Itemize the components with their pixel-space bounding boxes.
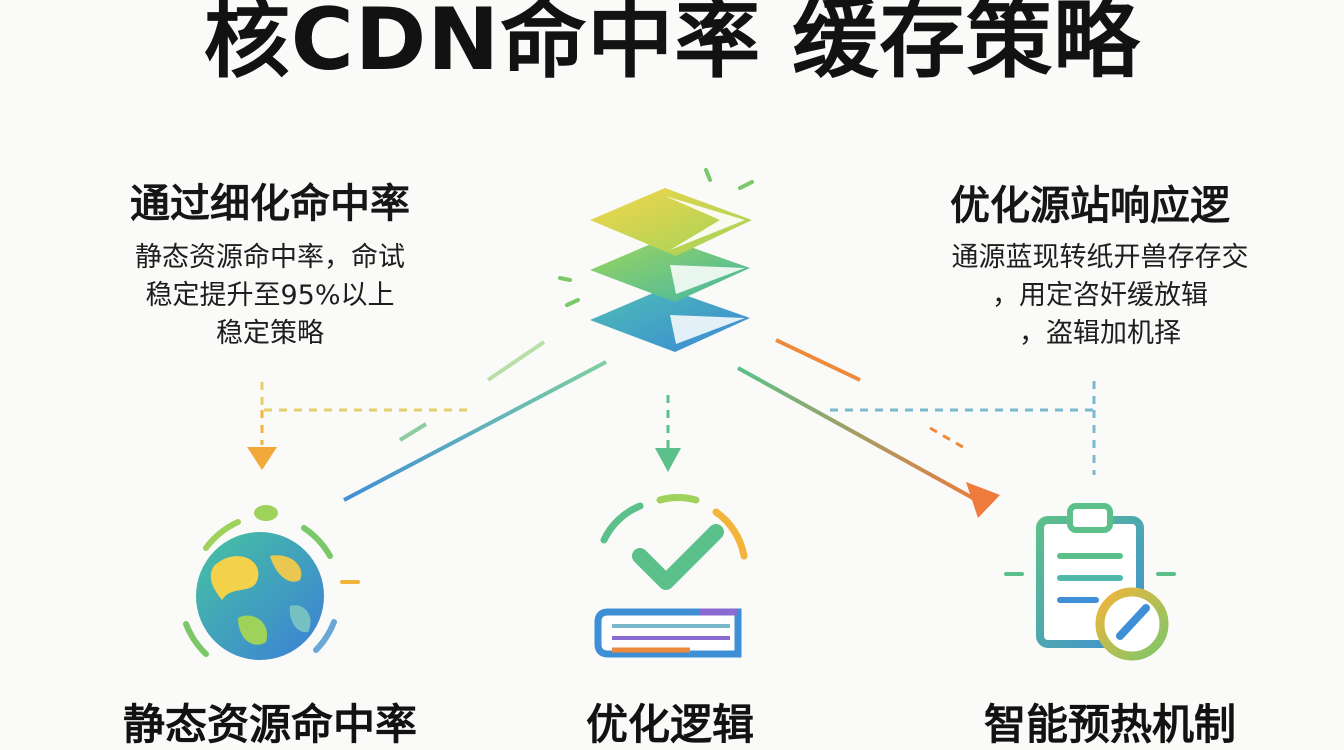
page-title: 核CDN命中率 缓存策略	[203, 0, 1141, 90]
stacked-layers-icon	[558, 168, 754, 352]
left-desc-line-2: 稳定提升至95%以上	[145, 280, 395, 311]
globe-icon	[183, 505, 360, 660]
clipboard-gauge-icon	[1004, 503, 1176, 661]
left-desc-line-1: 静态资源命中率，命试	[135, 242, 405, 273]
right-desc-line-2: ，用定咨奸缓放辑	[992, 280, 1208, 311]
arrow-down-left	[247, 447, 277, 470]
right-heading: 优化源站响应逻	[950, 183, 1230, 229]
right-desc-line-1: 通源蓝现转纸开兽存存交	[951, 242, 1249, 273]
connector-lines	[247, 338, 1096, 518]
label-optimize-logic: 优化逻辑	[585, 700, 754, 749]
arrow-right	[966, 482, 1000, 518]
label-smart-preheat: 智能预热机制	[983, 700, 1236, 749]
left-desc-line-3: 稳定策略	[216, 318, 324, 349]
label-static-hit-rate: 静态资源命中率	[122, 700, 417, 749]
arrow-down-center	[655, 448, 681, 472]
right-desc-line-3: ，盗辑加机择	[1019, 318, 1181, 349]
check-book-icon	[594, 494, 748, 658]
left-heading: 通过细化命中率	[130, 181, 410, 227]
